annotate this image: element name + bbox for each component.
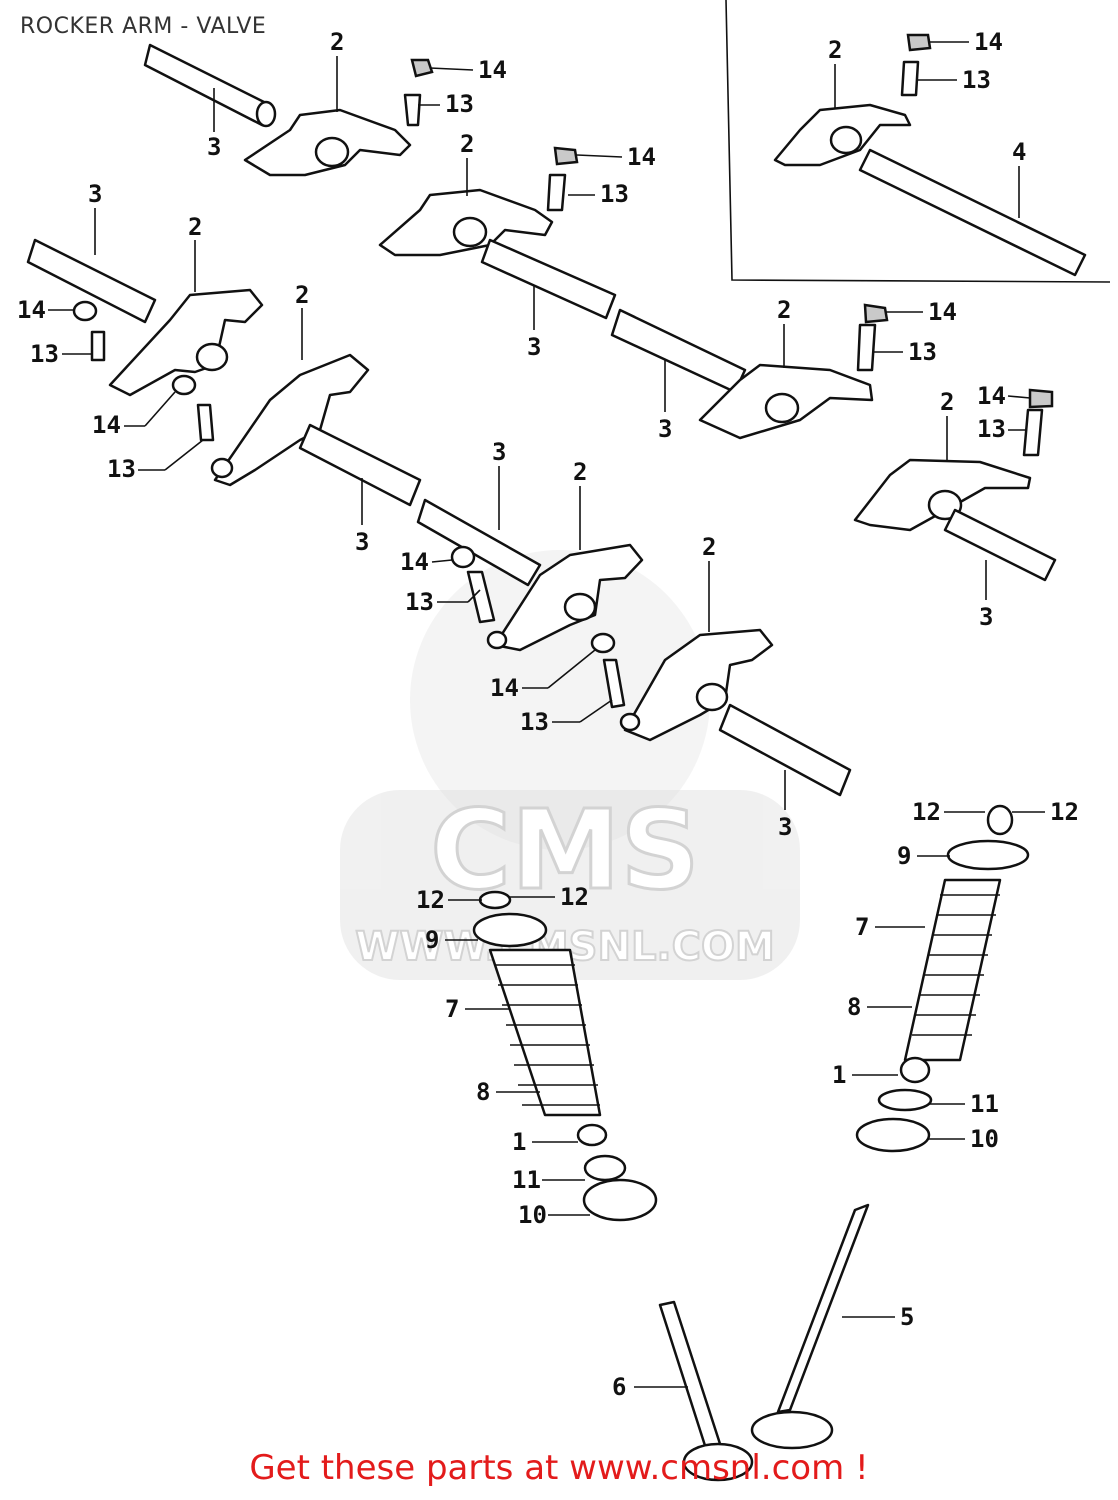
callout-cotter: 12 [912,798,941,826]
callout-rocker-arm: 2 [295,281,309,309]
callout-rocker-shaft-alt: 4 [1012,138,1026,166]
callout-adjust-screw: 13 [30,340,59,368]
rocker-assembly-1 [143,43,434,177]
rocker-assembly-3 [26,238,264,442]
callout-valve-ex: 6 [612,1373,626,1401]
callout-rocker-arm: 2 [460,130,474,158]
diagram-title: ROCKER ARM - VALVE [20,14,267,39]
callout-lock-nut: 14 [490,674,519,702]
callout-lock-nut: 14 [478,56,507,84]
valve-spring-stack-left [472,890,658,1222]
callout-adjust-screw: 13 [405,588,434,616]
rocker-assembly-2 [378,146,747,394]
callout-lock-nut: 14 [974,28,1003,56]
callout-spring-inner: 8 [847,993,861,1021]
rocker-assembly-6 [590,628,852,797]
callout-rocker-shaft: 3 [88,180,102,208]
callout-rocker-arm: 2 [940,388,954,416]
callout-seat-outer: 10 [970,1125,999,1153]
callout-adjust-screw: 13 [445,90,474,118]
cms-watermark: CMS WWW.CMSNL.COM [340,550,800,980]
rocker-assembly-5 [450,543,644,652]
callout-lock-nut: 14 [977,382,1006,410]
callout-rocker-shaft: 3 [355,528,369,556]
callout-adjust-screw: 13 [520,708,549,736]
callout-rocker-arm: 2 [828,36,842,64]
callouts: 2 2 2 2 2 2 2 2 2 3 3 3 3 3 3 3 3 4 [17,28,1079,1401]
callout-lock-nut: 14 [928,298,957,326]
valve-exhaust [658,1300,754,1482]
callout-lock-nut: 14 [627,143,656,171]
rocker-assembly-8 [853,388,1057,582]
callout-spring-outer: 7 [445,995,459,1023]
callout-rocker-shaft: 3 [492,438,506,466]
footer-link-text[interactable]: Get these parts at www.cmsnl.com ! [249,1448,869,1488]
callout-lock-nut: 14 [400,548,429,576]
callout-rocker-shaft: 3 [778,813,792,841]
callout-rocker-arm: 2 [330,28,344,56]
inset-border [725,0,1111,283]
callout-rocker-shaft: 3 [979,603,993,631]
watermark-url: WWW.CMSNL.COM [355,924,775,970]
callout-seat-outer: 10 [518,1201,547,1229]
callout-retainer: 9 [425,926,439,954]
callout-seat-inner: 11 [512,1166,541,1194]
callout-cotter: 12 [1050,798,1079,826]
valve-spring-stack-right [855,804,1030,1153]
callout-stem-seal: 1 [512,1128,526,1156]
rocker-assembly-7 [698,303,889,440]
callout-spring-outer: 7 [855,913,869,941]
callout-rocker-shaft: 3 [207,133,221,161]
callout-adjust-screw: 13 [107,455,136,483]
callout-spring-inner: 8 [476,1078,490,1106]
callout-adjust-screw: 13 [977,415,1006,443]
callout-stem-seal: 1 [832,1061,846,1089]
callout-rocker-shaft: 3 [527,333,541,361]
callout-rocker-arm: 2 [702,533,716,561]
callout-rocker-shaft: 3 [658,415,672,443]
valve-intake [750,1203,870,1450]
callout-rocker-arm: 2 [777,296,791,324]
callout-rocker-arm: 2 [188,213,202,241]
callout-rocker-arm: 2 [573,458,587,486]
callout-adjust-screw: 13 [908,338,937,366]
callout-lock-nut: 14 [92,411,121,439]
callout-lock-nut: 14 [17,296,46,324]
watermark-brand: CMS [430,786,699,914]
callout-adjust-screw: 13 [962,66,991,94]
callout-cotter: 12 [560,883,589,911]
callout-cotter: 12 [416,886,445,914]
rocker-assembly-inset [773,33,1087,277]
callout-valve-in: 5 [900,1303,914,1331]
rocker-assembly-4 [210,353,542,587]
callout-seat-inner: 11 [970,1090,999,1118]
callout-adjust-screw: 13 [600,180,629,208]
callout-retainer: 9 [897,842,911,870]
